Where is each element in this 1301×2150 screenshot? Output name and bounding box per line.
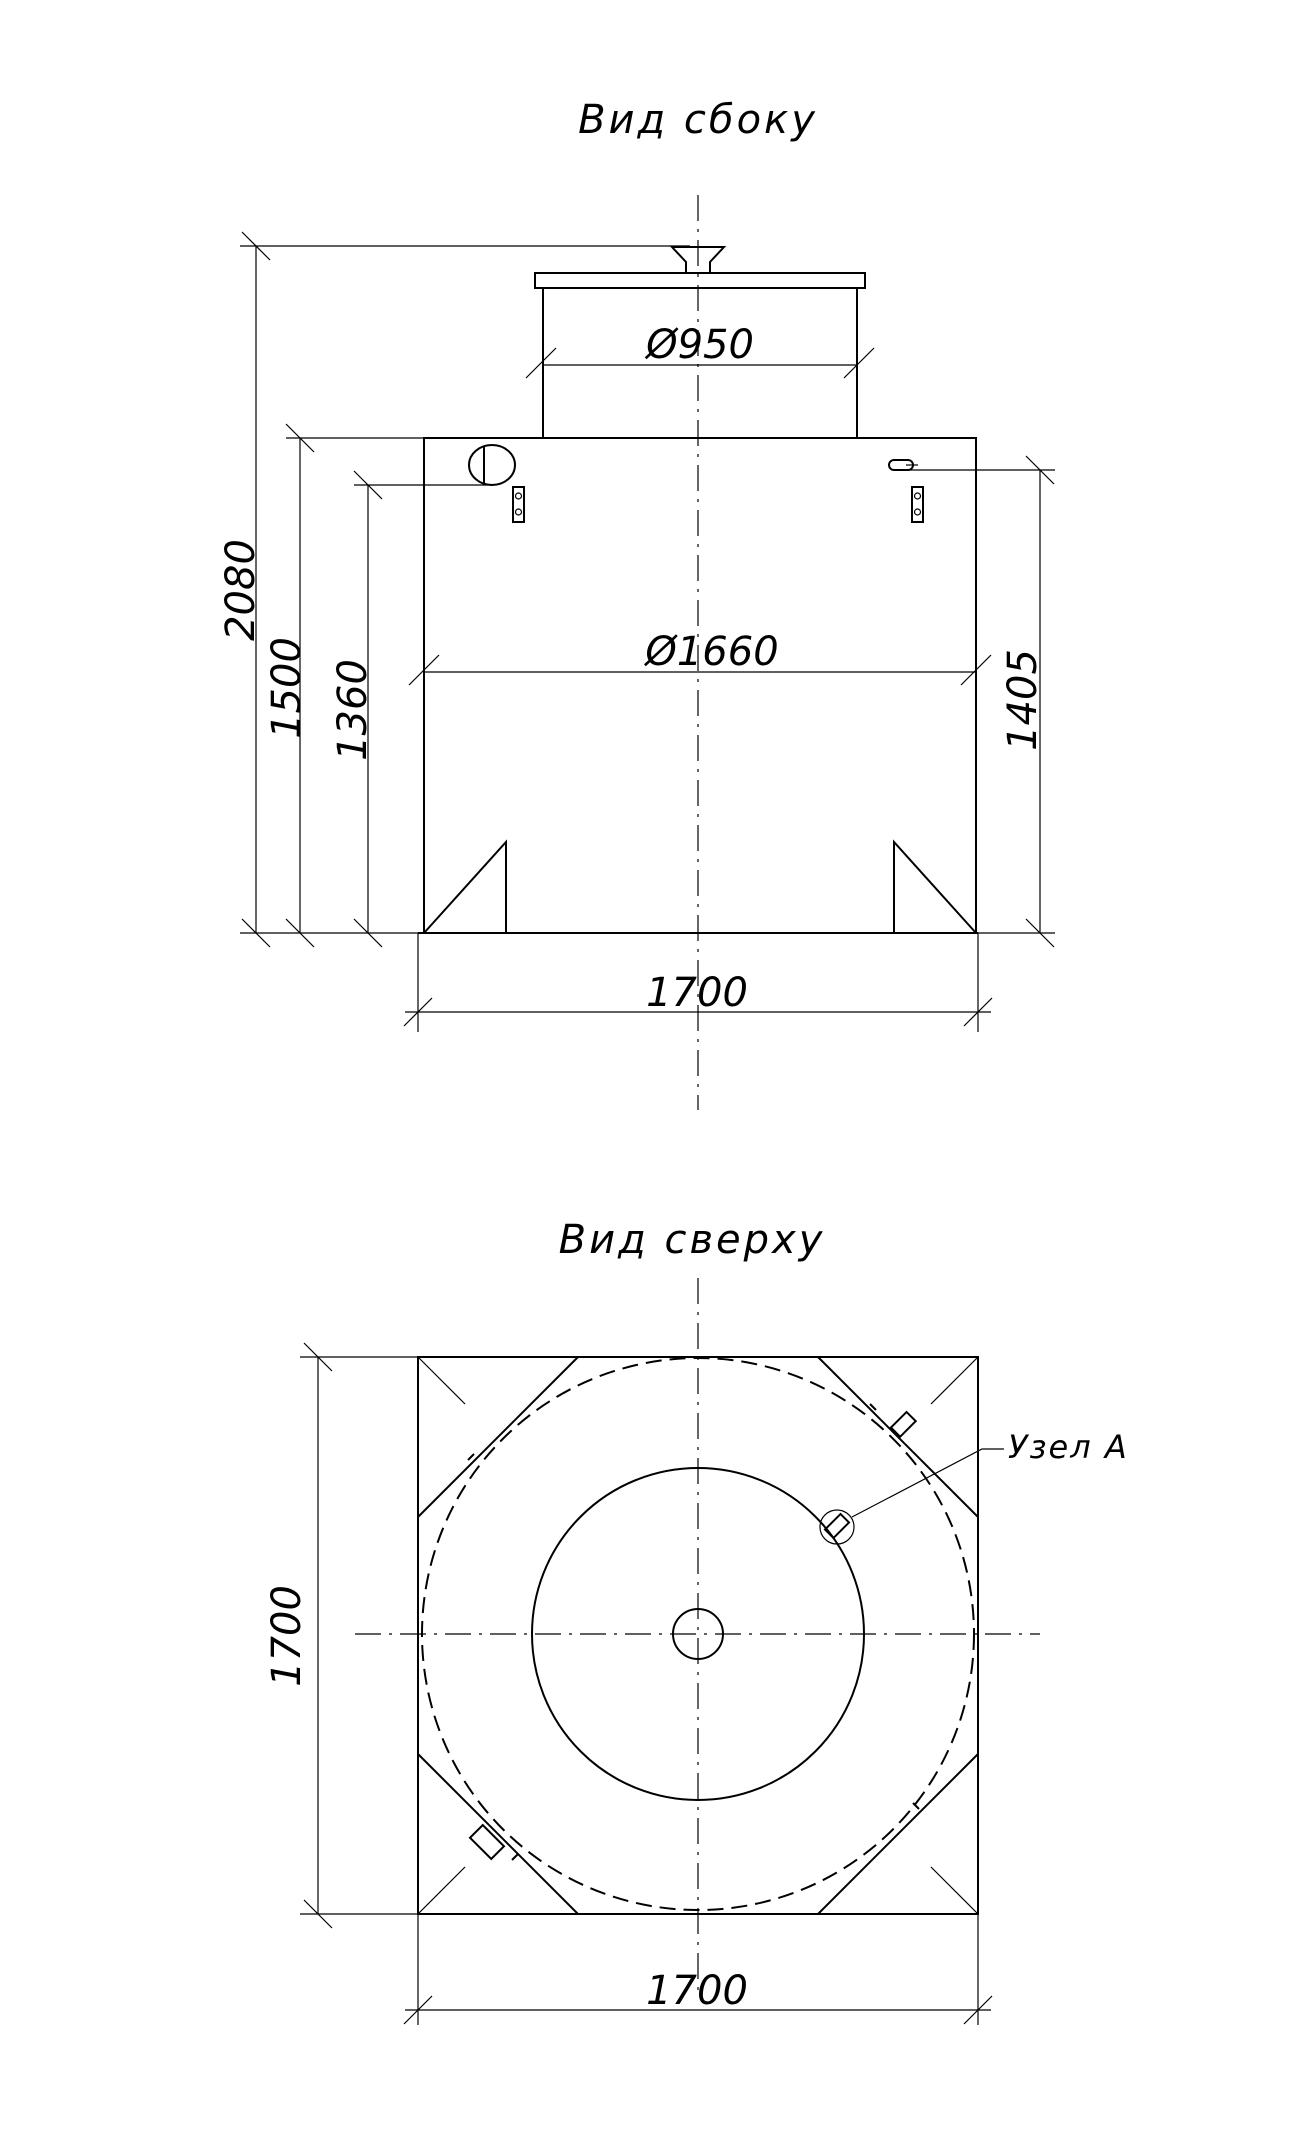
left-lifting-lug bbox=[512, 486, 525, 523]
left-gusset bbox=[423, 839, 507, 934]
dim-overall-height-label: 2080 bbox=[218, 539, 264, 641]
dim-body-height: 1500 bbox=[264, 423, 424, 948]
diag-top-left bbox=[417, 1356, 466, 1405]
dim-outlet-height-label: 1405 bbox=[1000, 649, 1046, 751]
base-plate bbox=[417, 1356, 979, 1915]
lid-handle bbox=[669, 246, 727, 274]
diag-bottom-right bbox=[930, 1866, 979, 1915]
lug-mark-2 bbox=[869, 1403, 877, 1411]
dim-body-diameter: Ø1660 bbox=[408, 629, 992, 686]
dim-top-height-label: 1700 bbox=[264, 1585, 310, 1687]
tank-outline-hidden bbox=[421, 1357, 975, 1911]
node-a-leader bbox=[851, 1448, 1004, 1518]
dim-top-width-label: 1700 bbox=[646, 1968, 748, 2014]
diag-top-right bbox=[930, 1356, 979, 1405]
dim-top-width: 1700 bbox=[403, 1914, 993, 2025]
dim-overall-height: 2080 bbox=[218, 231, 690, 948]
outlet-pipe-plan bbox=[889, 1410, 918, 1439]
top-view: Вид сверху Узел bbox=[264, 1217, 1129, 2025]
lug-mark-4 bbox=[511, 1853, 519, 1861]
handle-circle bbox=[672, 1608, 724, 1660]
inlet-pipe bbox=[468, 444, 516, 486]
dim-base-width: 1700 bbox=[403, 933, 993, 1032]
gusset-top-right bbox=[817, 1356, 979, 1518]
dim-outlet-height: 1405 bbox=[905, 455, 1055, 948]
gusset-bottom-left bbox=[417, 1753, 579, 1915]
dim-inlet-height: 1360 bbox=[330, 470, 492, 948]
gusset-top-left bbox=[417, 1356, 579, 1518]
dim-neck-diameter-label: Ø950 bbox=[644, 322, 754, 368]
neck-lid bbox=[534, 272, 866, 289]
right-gusset bbox=[893, 839, 977, 934]
side-view: Вид сбоку bbox=[218, 97, 1055, 1110]
lug-mark-3 bbox=[912, 1802, 920, 1810]
dim-inlet-height-label: 1360 bbox=[330, 659, 376, 761]
diag-bottom-left bbox=[417, 1866, 466, 1915]
dim-body-diameter-label: Ø1660 bbox=[643, 629, 778, 675]
top-view-title: Вид сверху bbox=[559, 1217, 826, 1263]
right-lifting-lug bbox=[911, 486, 924, 523]
side-view-title: Вид сбоку bbox=[578, 97, 818, 143]
dim-base-width-label: 1700 bbox=[646, 970, 748, 1016]
neck-circle bbox=[531, 1467, 865, 1801]
lug-mark-1 bbox=[467, 1453, 475, 1461]
node-a-label: Узел А bbox=[1008, 1428, 1129, 1466]
dim-body-height-label: 1500 bbox=[264, 637, 310, 739]
node-a-marker bbox=[819, 1509, 855, 1545]
inlet-pipe-plan bbox=[468, 1823, 506, 1861]
dim-neck-diameter: Ø950 bbox=[525, 322, 875, 379]
gusset-bottom-right bbox=[817, 1753, 979, 1915]
dim-top-height: 1700 bbox=[264, 1342, 418, 1929]
